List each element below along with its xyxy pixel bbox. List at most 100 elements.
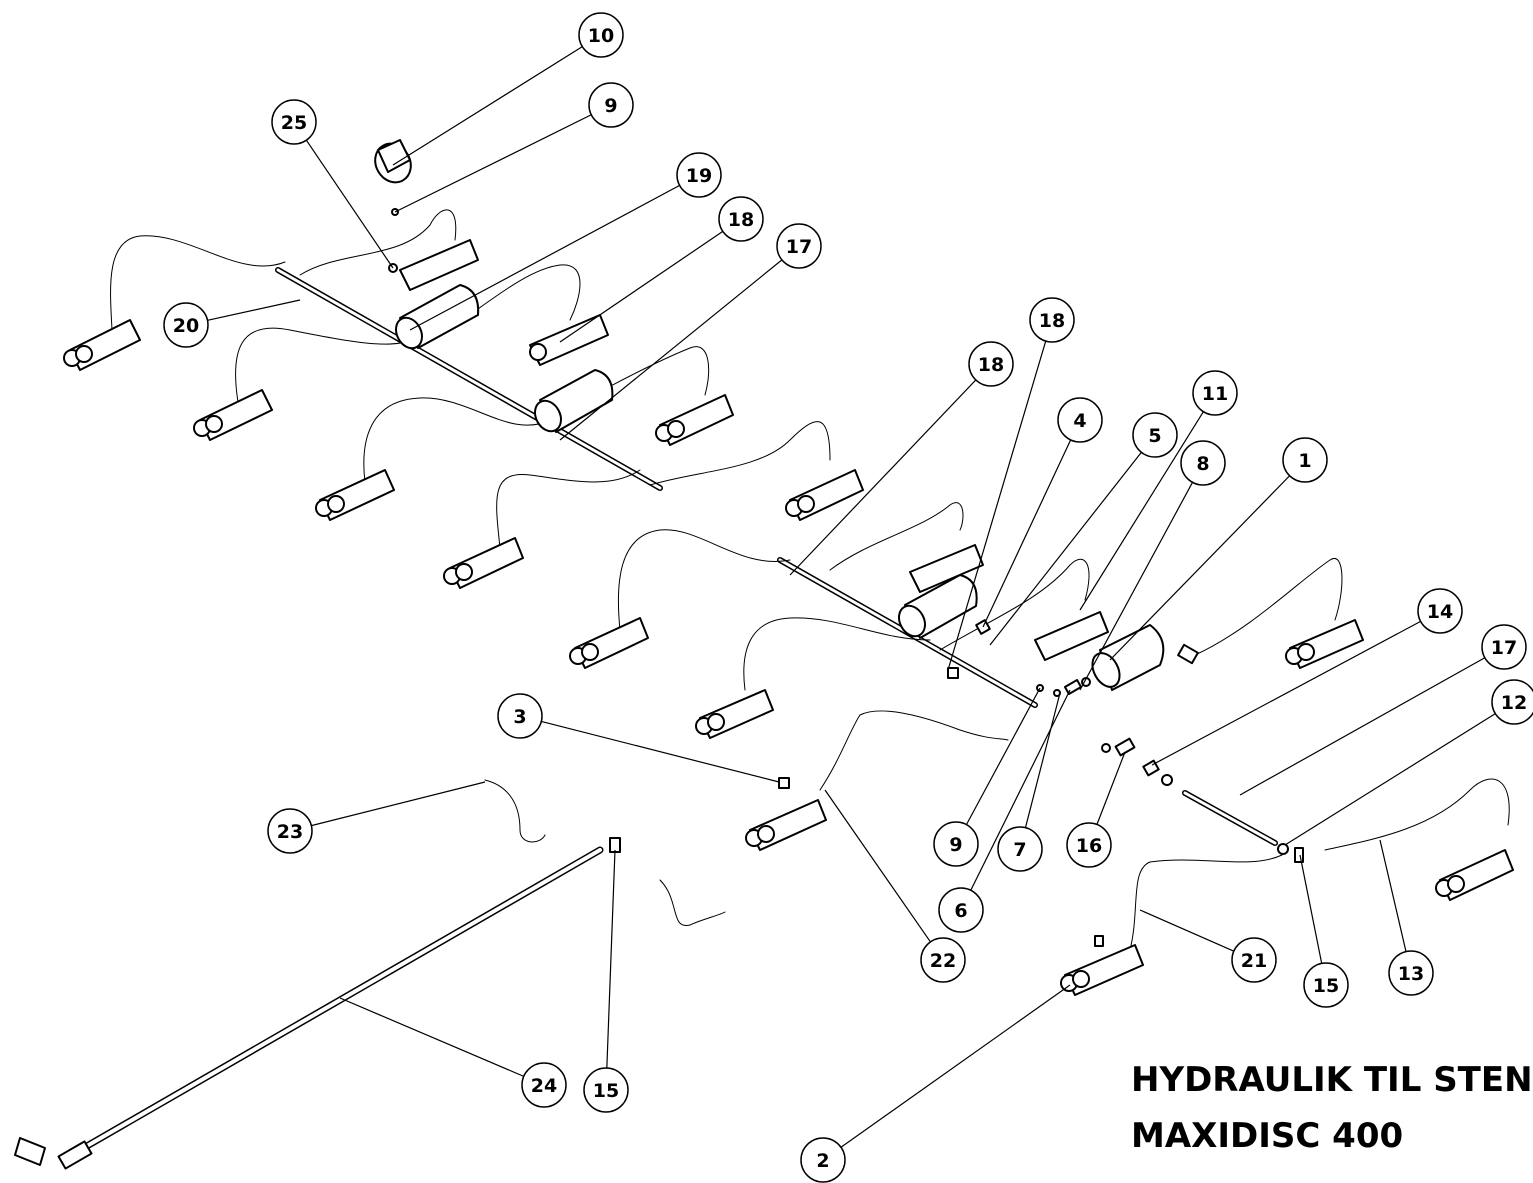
fitting xyxy=(1177,643,1199,665)
leader-line xyxy=(840,984,1071,1148)
callout-circle xyxy=(1481,624,1527,670)
callout-number: 5 xyxy=(1148,425,1161,447)
callout-balloon: 18 xyxy=(1029,297,1075,343)
callout-circle xyxy=(997,826,1043,872)
callout-circle xyxy=(1192,370,1238,416)
hydraulic-cylinder xyxy=(909,544,984,593)
callout-circle xyxy=(1303,962,1349,1008)
callout-number: 17 xyxy=(1491,637,1517,659)
fitting xyxy=(1294,847,1304,863)
callout-circle xyxy=(718,196,764,242)
callout-circle xyxy=(968,341,1014,387)
fitting xyxy=(1101,743,1111,753)
callout-circle xyxy=(271,99,317,145)
leader-line xyxy=(311,781,486,827)
hydraulic-cylinder xyxy=(695,689,774,739)
hose xyxy=(649,421,831,486)
hose xyxy=(743,617,931,691)
callout-circle xyxy=(1132,412,1178,458)
main-pipe-upper xyxy=(275,267,663,491)
leader-line xyxy=(1079,482,1194,691)
leader-line xyxy=(965,687,1041,825)
callout-circle xyxy=(1029,297,1075,343)
callout-circle xyxy=(1282,437,1328,483)
callout-number: 17 xyxy=(786,236,812,258)
leader-line xyxy=(1109,475,1291,661)
callout-number: 8 xyxy=(1196,453,1209,475)
callout-number: 2 xyxy=(816,1150,829,1172)
callout-balloon: 12 xyxy=(1491,679,1533,725)
callout-balloon: 10 xyxy=(578,12,624,58)
callout-balloon: 24 xyxy=(521,1062,567,1108)
callout-circle xyxy=(1057,397,1103,443)
callout-balloon: 25 xyxy=(271,99,317,145)
callout-number: 12 xyxy=(1501,692,1527,714)
callout-balloon: 7 xyxy=(997,826,1043,872)
hydraulic-cylinder xyxy=(443,537,524,589)
callout-circle xyxy=(1066,822,1112,868)
callout-circle xyxy=(267,808,313,854)
hydraulic-cylinder xyxy=(399,239,479,291)
callout-circle xyxy=(800,1137,846,1183)
leader-line xyxy=(1139,909,1235,952)
leader-line xyxy=(947,340,1047,671)
leader-lines xyxy=(207,46,1496,1148)
callout-circle xyxy=(1180,440,1226,486)
leader-line xyxy=(394,114,592,213)
fitting xyxy=(1161,774,1173,786)
hose xyxy=(110,235,286,331)
hydraulic-cylinder xyxy=(785,469,864,521)
callout-number: 1 xyxy=(1298,450,1311,472)
hose xyxy=(484,779,546,843)
hydraulic-cylinder xyxy=(63,319,141,371)
callout-number: 15 xyxy=(1313,975,1339,997)
callout-number: 18 xyxy=(978,354,1004,376)
callout-balloon: 15 xyxy=(1303,962,1349,1008)
callout-number: 14 xyxy=(1427,601,1453,623)
leader-line xyxy=(606,849,616,1069)
fitting xyxy=(1063,679,1083,695)
callout-number: 25 xyxy=(281,112,307,134)
callout-balloon: 1 xyxy=(1282,437,1328,483)
callout-circle xyxy=(583,1067,629,1113)
pipe-part-24 xyxy=(76,846,604,1154)
callout-balloon: 17 xyxy=(1481,624,1527,670)
hose xyxy=(829,502,964,571)
leader-line xyxy=(1284,713,1496,846)
callout-balloon: 20 xyxy=(163,302,209,348)
hose xyxy=(235,327,411,403)
callout-circle xyxy=(588,82,634,128)
hydraulic-cylinder xyxy=(529,314,609,366)
accumulator xyxy=(534,369,614,433)
callout-balloon: 3 xyxy=(497,693,543,739)
leader-line xyxy=(970,689,1071,891)
hydraulic-cylinder xyxy=(745,799,827,851)
callout-balloon: 18 xyxy=(718,196,764,242)
callout-balloon: 16 xyxy=(1066,822,1112,868)
hydraulic-cylinder xyxy=(655,394,734,446)
leader-line xyxy=(559,259,783,441)
callout-balloon: 2 xyxy=(800,1137,846,1183)
leader-line xyxy=(1299,854,1323,964)
callout-circle xyxy=(521,1062,567,1108)
callout-balloon: 19 xyxy=(676,152,722,198)
hydraulic-cylinder xyxy=(569,617,649,669)
callout-number: 13 xyxy=(1398,963,1424,985)
callout-balloon: 4 xyxy=(1057,397,1103,443)
callout-number: 24 xyxy=(531,1075,557,1097)
hydraulic-cylinder-part-2 xyxy=(1060,944,1144,996)
callout-circle xyxy=(920,937,966,983)
hose xyxy=(819,710,1009,791)
fitting xyxy=(947,667,959,679)
drawing-title: HYDRAULIK TIL STEN xyxy=(1131,1060,1533,1100)
callout-balloon: 14 xyxy=(1417,588,1463,634)
pipe-part-17 xyxy=(1182,790,1278,846)
fitting xyxy=(1142,759,1160,777)
callout-circle xyxy=(578,12,624,58)
callout-circle xyxy=(163,302,209,348)
fitting xyxy=(778,777,790,789)
hydraulic-cylinder xyxy=(1285,619,1364,669)
callout-number: 18 xyxy=(1039,310,1065,332)
